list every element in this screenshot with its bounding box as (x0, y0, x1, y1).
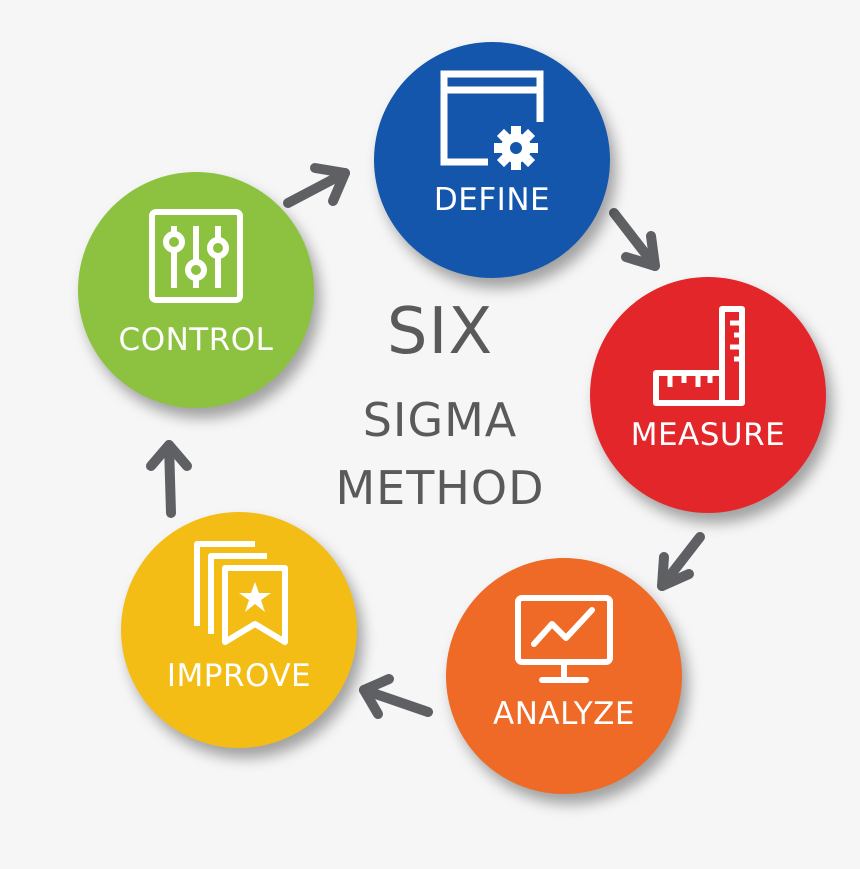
step-define: DEFINE (374, 42, 610, 278)
monitor-chart-icon (515, 595, 613, 683)
step-analyze: ANALYZE (446, 558, 682, 794)
step-improve: IMPROVE (121, 512, 357, 748)
step-label-improve: IMPROVE (166, 658, 312, 694)
arrow-improve-to-control (146, 440, 192, 518)
arrow-control-to-define (283, 163, 350, 208)
star-bookmark-icon (194, 541, 288, 645)
ruler-icon (653, 306, 745, 406)
step-label-analyze: ANALYZE (492, 696, 636, 732)
title-method: METHOD (335, 461, 545, 515)
sliders-icon (149, 209, 243, 303)
title-six: SIX (386, 295, 494, 369)
arrow-analyze-to-improve (359, 674, 433, 719)
window-gear-icon (440, 70, 548, 174)
step-label-control: CONTROL (118, 322, 274, 358)
step-measure: MEASURE (590, 277, 826, 513)
arrow-define-to-measure (609, 208, 660, 271)
title-sigma: SIGMA (362, 393, 518, 447)
step-label-define: DEFINE (433, 182, 551, 218)
step-label-measure: MEASURE (630, 417, 786, 453)
step-control: CONTROL (78, 172, 314, 408)
arrow-measure-to-analyze (657, 532, 705, 591)
